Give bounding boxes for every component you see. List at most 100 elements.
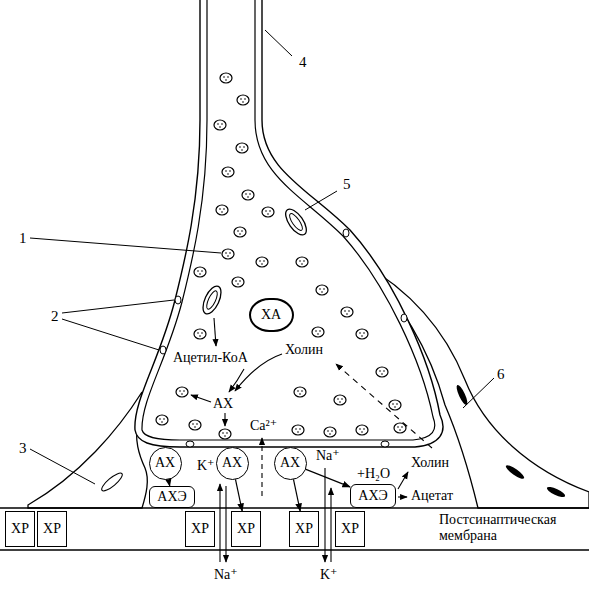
- vesicle-membrane: [324, 427, 336, 437]
- vesicle-content-dot: [381, 373, 383, 375]
- substance-label: Холин: [284, 342, 324, 358]
- membrane-particle: [343, 229, 349, 237]
- vesicle-content-dot: [181, 393, 183, 395]
- vesicle-membrane: [394, 423, 406, 433]
- mitochondrion: [282, 206, 311, 239]
- vesicle-membrane: [220, 73, 232, 83]
- leader-line: [62, 319, 159, 350]
- synaptic-vesicle: [312, 327, 324, 337]
- vesicle-content-dot: [159, 418, 161, 420]
- vesicle-content-dot: [161, 421, 163, 423]
- synaptic-vesicle: [256, 257, 268, 267]
- vesicle-content-dot: [261, 263, 263, 265]
- reaction-arrow: [168, 479, 169, 486]
- vesicle-membrane: [256, 257, 268, 267]
- vesicle-content-dot: [299, 393, 301, 395]
- node-text: ХР: [295, 521, 313, 537]
- synaptic-vesicle: [194, 329, 206, 339]
- vesicle-content-dot: [247, 196, 249, 198]
- leader-line: [62, 300, 174, 313]
- substance-label: K⁺: [319, 567, 339, 583]
- vesicle-membrane: [312, 327, 324, 337]
- synaptic-vesicle: [394, 423, 406, 433]
- vesicle-content-dot: [361, 335, 363, 337]
- synaptic-vesicle: [220, 73, 232, 83]
- vesicle-membrane: [294, 387, 306, 397]
- vesicle-content-dot: [224, 435, 226, 437]
- vesicle-content-dot: [227, 255, 229, 257]
- node-text: АХЭ: [358, 488, 387, 504]
- vesicle-content-dot: [303, 260, 305, 262]
- substance-label: Na⁺: [213, 567, 239, 583]
- vesicle-content-dot: [192, 423, 194, 425]
- vesicle-membrane: [356, 425, 368, 435]
- vesicle-content-dot: [327, 430, 329, 432]
- vesicle-membrane: [214, 120, 226, 130]
- vesicle-content-dot: [241, 149, 243, 151]
- vesicle-content-dot: [265, 210, 267, 212]
- vesicle-content-dot: [359, 332, 361, 334]
- synaptic-vesicle: [356, 329, 368, 339]
- vesicle-content-dot: [197, 332, 199, 334]
- callout-number: 2: [50, 308, 60, 324]
- callout-number: 4: [298, 54, 308, 70]
- process-arrow: [224, 413, 225, 426]
- substance-label: Ca²⁺: [249, 418, 278, 434]
- node-text: ХР: [43, 521, 61, 537]
- vesicle-content-dot: [241, 230, 243, 232]
- callout-number: 5: [342, 176, 352, 192]
- leader-line: [463, 378, 494, 408]
- reaction-arrow: [293, 479, 300, 511]
- cholinoreceptor-box: ХР: [335, 511, 365, 547]
- substance-label: +H₂O: [356, 466, 391, 482]
- vesicle-content-dot: [329, 433, 331, 435]
- membrane-particle: [175, 296, 181, 304]
- node-text: АХ: [222, 455, 242, 471]
- vesicle-content-dot: [223, 208, 225, 210]
- vesicle-content-dot: [401, 426, 403, 428]
- vesicle-content-dot: [269, 210, 271, 212]
- vesicle-content-dot: [379, 370, 381, 372]
- leader-line: [30, 238, 221, 253]
- vesicle-content-dot: [225, 252, 227, 254]
- vesicle-content-dot: [319, 288, 321, 290]
- vesicle-content-dot: [319, 330, 321, 332]
- substance-label: Холин: [410, 455, 450, 471]
- synaptic-vesicle: [296, 257, 308, 267]
- vesicle-content-dot: [239, 280, 241, 282]
- vesicle-content-dot: [396, 403, 398, 405]
- leader-line: [265, 30, 292, 56]
- vesicle-content-dot: [199, 335, 201, 337]
- vesicle-content-dot: [243, 146, 245, 148]
- vesicle-content-dot: [363, 332, 365, 334]
- vesicle-content-dot: [321, 291, 323, 293]
- synaptic-vesicle: [216, 205, 228, 215]
- vesicle-membrane: [194, 267, 206, 277]
- process-arrow: [398, 496, 407, 497]
- synaptic-vesicle: [237, 95, 249, 105]
- synaptic-vesicle: [234, 227, 246, 237]
- callout-number: 1: [18, 230, 28, 246]
- vesicle-content-dot: [197, 270, 199, 272]
- vesicle-content-dot: [297, 390, 299, 392]
- synaptic-vesicle: [236, 143, 248, 153]
- synaptic-vesicle: [389, 400, 401, 410]
- mitochondrion: [199, 283, 224, 316]
- vesicle-content-dot: [244, 98, 246, 100]
- synaptic-vesicle: [232, 277, 244, 287]
- calcium-entry-arrow: [261, 438, 262, 496]
- vesicle-membrane: [262, 207, 274, 217]
- synaptic-vesicle: [176, 387, 188, 397]
- cholinoreceptor-box: ХР: [5, 511, 35, 547]
- node-text: АХ: [280, 455, 300, 471]
- synaptic-vesicle: [334, 395, 346, 405]
- vesicle-content-dot: [225, 170, 227, 172]
- leader-line: [305, 191, 337, 210]
- synaptic-vesicle: [356, 425, 368, 435]
- node-text: ХР: [191, 521, 209, 537]
- vesicle-content-dot: [242, 101, 244, 103]
- vesicle-content-dot: [331, 430, 333, 432]
- vesicle-content-dot: [217, 123, 219, 125]
- axon-terminal-outer-membrane: [135, 0, 443, 447]
